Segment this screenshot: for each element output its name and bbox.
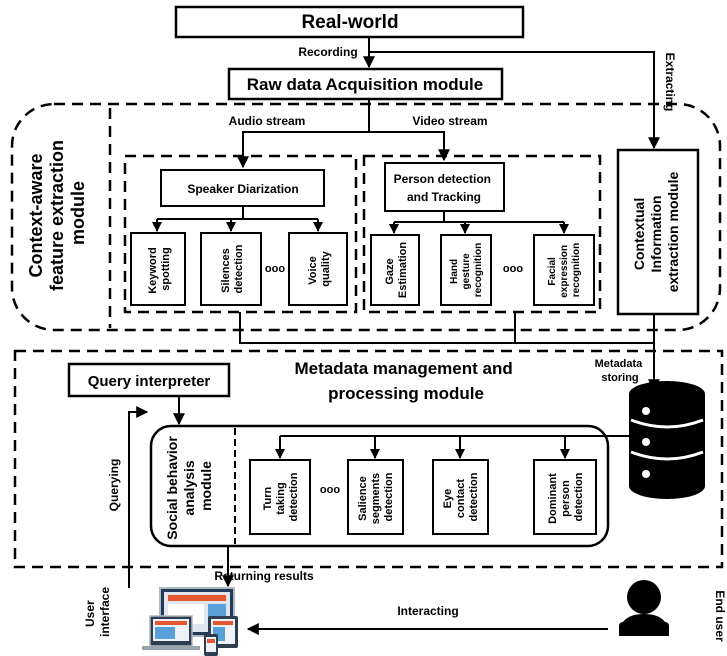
audio-stream-label: Audio stream: [229, 114, 306, 128]
eye-contact-label: Eye contact detection: [442, 472, 480, 521]
voice-quality-label: Voice quality: [307, 250, 332, 286]
real-world-label: Real-world: [301, 12, 398, 33]
audio-group-border: [123, 154, 358, 314]
analysis-ellipsis: ooo: [320, 484, 340, 496]
devices-icon: [142, 587, 238, 656]
facial-expression-box: [533, 234, 595, 306]
video-ellipsis: ooo: [503, 263, 523, 275]
extracting-label: Extracting: [663, 53, 677, 112]
context-aware-module-border: [10, 102, 722, 332]
silences-detection-box: [200, 232, 262, 306]
interacting-label: Interacting: [397, 604, 458, 618]
social-behavior-label: Social behavior analysis module: [164, 432, 214, 539]
real-world-box: [174, 5, 525, 39]
querying-arrow: [128, 406, 149, 588]
database-icon: [629, 381, 705, 499]
gaze-estimation-label: Gaze Estimation: [384, 242, 409, 299]
speaker-diarization-label: Speaker Diarization: [187, 182, 298, 196]
contextual-info-label: Contextual Information extraction module: [631, 172, 681, 293]
raw-data-acquisition-label: Raw data Acquisition module: [247, 75, 483, 94]
turn-taking-label: Turn taking detection: [262, 472, 300, 521]
hand-gesture-label: Hand gesture recognition: [449, 243, 484, 297]
returning-results-label: Returning results: [214, 569, 314, 583]
audio-stream-arrow: [237, 131, 369, 169]
silences-detection-label: Silences detection: [220, 244, 245, 293]
end-user-label: End user: [713, 590, 727, 642]
contextual-info-box: [616, 148, 700, 316]
keyword-spotting-label: Keyword spotting: [147, 244, 172, 294]
extracting-arrow: [369, 51, 660, 150]
speaker-diarization-box: [160, 169, 325, 207]
facial-expression-label: Facial expression recognition: [547, 242, 582, 298]
audio-ellipsis: ooo: [265, 263, 285, 275]
user-interface-label: User interface: [83, 587, 112, 637]
salience-segments-label: Salience segments detection: [357, 470, 395, 524]
person-detection-box: [384, 162, 505, 212]
metadata-storing-label: Metadata storing: [595, 358, 646, 384]
video-group-border: [362, 154, 602, 314]
hand-gesture-box: [440, 234, 492, 306]
eye-contact-box: [432, 459, 489, 535]
person-detection-label: Person detection and Tracking: [394, 172, 495, 204]
metadata-module-title: Metadata management and processing modul…: [295, 359, 518, 403]
audio-output-line: [239, 312, 654, 344]
user-icon: [619, 580, 669, 636]
query-interpreter-label: Query interpreter: [88, 373, 211, 390]
turn-taking-box: [249, 459, 311, 535]
video-stream-arrow: [369, 131, 450, 162]
keyword-spotting-box: [130, 232, 186, 306]
dominant-person-box: [533, 459, 597, 535]
recording-label: Recording: [298, 45, 357, 59]
context-aware-module-label: Context-aware feature extraction module: [26, 135, 88, 291]
querying-label: Querying: [107, 459, 121, 512]
salience-segments-box: [347, 459, 404, 535]
voice-quality-box: [288, 232, 348, 306]
dominant-person-label: Dominant person detection: [547, 470, 585, 524]
gaze-estimation-box: [370, 234, 420, 306]
metadata-module-border: [13, 349, 724, 569]
raw-data-acquisition-box: [227, 67, 504, 101]
video-stream-label: Video stream: [412, 114, 487, 128]
query-interpreter-box: [67, 362, 231, 398]
